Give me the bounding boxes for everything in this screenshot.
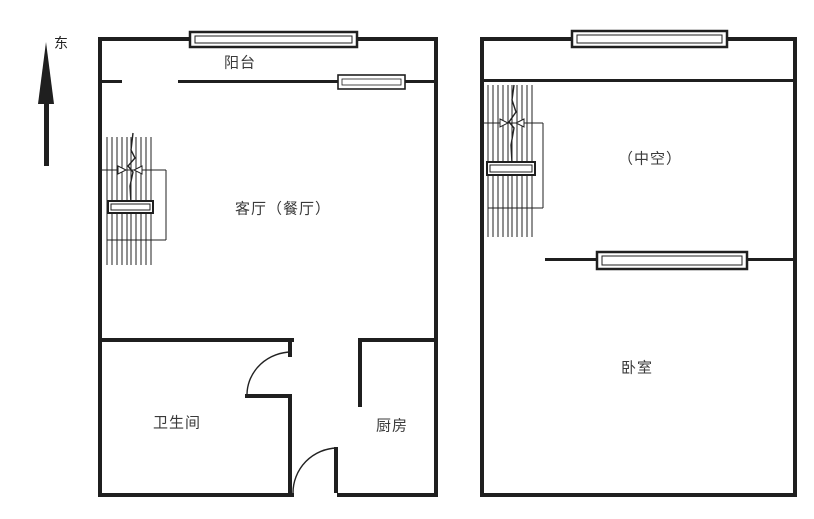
interior-walls — [100, 338, 438, 497]
east-direction-arrow-icon — [38, 42, 54, 166]
staircase-symbol — [100, 132, 167, 265]
compass-direction-label: 东 — [54, 35, 68, 51]
bathroom-door — [245, 351, 293, 398]
kitchen-entry-door — [292, 447, 338, 494]
room-label-bedroom: 卧室 — [620, 359, 654, 377]
room-label-void: （中空） — [617, 150, 683, 168]
window-symbol — [337, 74, 406, 90]
room-label-balcony: 阳台 — [223, 54, 257, 72]
window-symbol — [188, 30, 359, 49]
room-label-bathroom: 卫生间 — [152, 414, 202, 432]
upper-level-plan — [480, 29, 797, 497]
room-label-living-dining: 客厅（餐厅） — [234, 200, 332, 218]
staircase-symbol — [483, 84, 544, 237]
window-symbol — [595, 250, 749, 271]
balcony-band-wall — [482, 79, 797, 82]
balcony-divider-wall — [100, 80, 438, 83]
window-symbol — [570, 29, 729, 49]
room-label-kitchen: 厨房 — [375, 417, 409, 435]
lower-level-plan — [98, 30, 438, 497]
